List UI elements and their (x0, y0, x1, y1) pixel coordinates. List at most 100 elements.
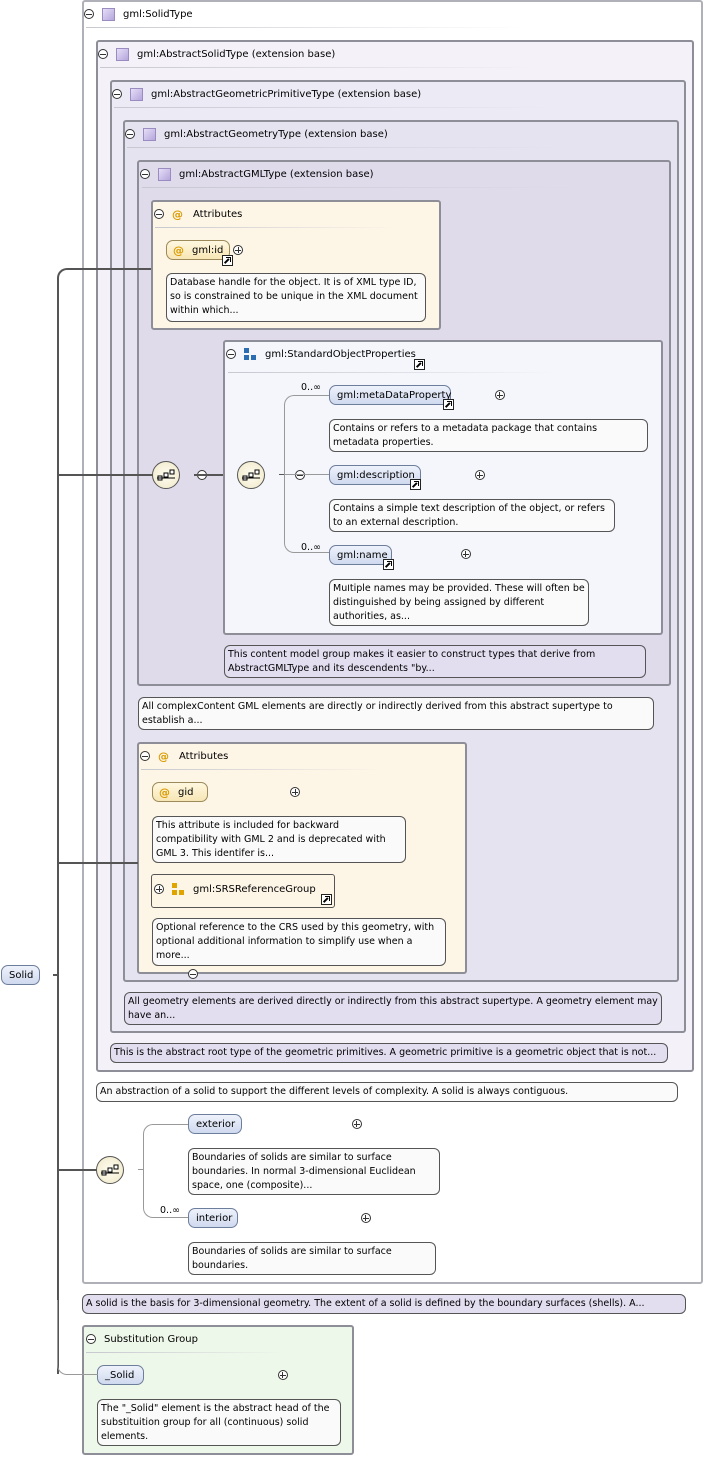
connector (143, 1124, 189, 1218)
separator (141, 769, 381, 770)
link-arrow-icon[interactable] (383, 559, 394, 570)
link-arrow-icon[interactable] (410, 479, 421, 490)
expand-icon[interactable] (154, 884, 164, 894)
solid-head-element[interactable]: _Solid (97, 1365, 144, 1385)
abstract-gml-doc: All complexContent GML elements are dire… (138, 697, 654, 730)
solid-root-element[interactable]: Solid (1, 965, 40, 985)
solid-type-label: gml:SolidType (123, 8, 193, 20)
separator (86, 1352, 286, 1353)
connector (194, 474, 238, 476)
gid-label: gid (178, 786, 194, 798)
sequence-icon[interactable] (96, 1156, 124, 1184)
connector (284, 474, 330, 475)
abstract-solid-header: gml:AbstractSolidType (extension base) (98, 45, 335, 63)
expand-icon[interactable] (351, 1119, 362, 1129)
gid-attribute[interactable]: @ gid (152, 782, 208, 802)
connector (57, 1300, 98, 1375)
expand-icon[interactable] (233, 245, 243, 255)
abstract-geometry-label: gml:AbstractGeometryType (extension base… (164, 128, 388, 140)
link-arrow-icon[interactable] (222, 255, 233, 266)
attributes-label: Attributes (193, 208, 243, 220)
complex-type-icon (102, 7, 115, 21)
metadata-property-label: gml:metaDataProperty (337, 389, 452, 401)
group-icon (244, 347, 257, 361)
separator (100, 67, 540, 68)
complex-type-icon (143, 127, 156, 141)
expand-icon[interactable] (474, 470, 485, 480)
collapse-icon[interactable] (112, 89, 122, 99)
separator (155, 227, 395, 228)
solid-head-doc: The "_Solid" element is the abstract hea… (97, 1399, 341, 1446)
link-arrow-icon[interactable] (321, 894, 332, 905)
solid-root-label: Solid (9, 969, 34, 981)
exterior-element[interactable]: exterior (188, 1114, 242, 1134)
substitution-group-label: Substitution Group (104, 1333, 198, 1345)
srs-reference-group-header: gml:SRSReferenceGroup (154, 880, 316, 898)
complex-type-icon (116, 47, 129, 61)
collapse-icon[interactable] (295, 470, 306, 480)
metadata-property-doc: Contains or refers to a metadata package… (329, 419, 648, 452)
separator (228, 372, 558, 373)
expand-icon[interactable] (360, 1213, 371, 1223)
attribute-icon: @ (158, 749, 169, 763)
gml-id-label: gml:id (192, 244, 224, 256)
attribute-icon: @ (172, 207, 183, 221)
connector (53, 974, 58, 976)
description-label: gml:description (337, 469, 415, 481)
expand-icon[interactable] (277, 1370, 288, 1380)
link-arrow-icon[interactable] (414, 359, 425, 370)
complex-type-icon (158, 167, 171, 181)
connector (57, 862, 138, 864)
standard-object-properties-doc: This content model group makes it easier… (224, 645, 646, 678)
sequence-icon[interactable] (152, 461, 180, 489)
description-element[interactable]: gml:description (329, 465, 421, 485)
abstract-geometry-header: gml:AbstractGeometryType (extension base… (125, 125, 388, 143)
abstract-solid-doc: An abstraction of a solid to support the… (96, 1082, 678, 1102)
substitution-group-header: Substitution Group (86, 1330, 198, 1348)
complex-type-icon (130, 87, 143, 101)
separator (142, 187, 582, 188)
sequence-icon[interactable] (237, 461, 265, 489)
collapse-icon[interactable] (125, 129, 135, 139)
name-cardinality: 0..∞ (301, 542, 321, 553)
collapse-icon[interactable] (188, 969, 199, 979)
collapse-icon[interactable] (154, 209, 164, 219)
srs-reference-group-doc: Optional reference to the CRS used by th… (152, 918, 446, 966)
attributes-label: Attributes (179, 750, 229, 762)
attributes-header: @ Attributes (140, 747, 228, 765)
collapse-icon[interactable] (86, 1334, 96, 1344)
collapse-icon[interactable] (84, 9, 94, 19)
connector (279, 474, 285, 475)
collapse-icon[interactable] (140, 751, 150, 761)
expand-icon[interactable] (494, 390, 505, 400)
collapse-icon[interactable] (226, 349, 236, 359)
srs-reference-group-label: gml:SRSReferenceGroup (193, 883, 316, 895)
metadata-cardinality: 0..∞ (301, 382, 321, 393)
connector (57, 474, 153, 476)
solid-type-header: gml:SolidType (84, 5, 193, 23)
interior-element[interactable]: interior (188, 1208, 238, 1228)
attribute-group-icon (172, 882, 185, 896)
gml-id-doc: Database handle for the object. It is of… (166, 273, 426, 322)
metadata-property-element[interactable]: gml:metaDataProperty (329, 385, 451, 405)
abstract-gml-header: gml:AbstractGMLType (extension base) (140, 165, 374, 183)
standard-object-properties-header: gml:StandardObjectProperties (226, 345, 416, 363)
collapse-icon[interactable] (140, 169, 150, 179)
connector (57, 1169, 97, 1171)
solid-doc: A solid is the basis for 3-dimensional g… (82, 1294, 686, 1314)
expand-icon[interactable] (460, 549, 471, 559)
link-arrow-icon[interactable] (443, 399, 454, 410)
name-label: gml:name (337, 549, 388, 561)
expand-icon[interactable] (290, 787, 301, 797)
separator (127, 147, 567, 148)
collapse-icon[interactable] (98, 49, 108, 59)
gml-id-attribute[interactable]: @ gml:id (166, 240, 230, 260)
abstract-geom-prim-label: gml:AbstractGeometricPrimitiveType (exte… (151, 88, 422, 100)
attribute-icon: @ (159, 785, 170, 799)
abstract-gml-label: gml:AbstractGMLType (extension base) (179, 168, 374, 180)
connector (138, 1169, 144, 1170)
name-element[interactable]: gml:name (329, 545, 392, 565)
abstract-geom-prim-header: gml:AbstractGeometricPrimitiveType (exte… (112, 85, 421, 103)
attribute-icon: @ (173, 243, 184, 257)
abstract-geometry-doc: All geometry elements are derived direct… (124, 992, 662, 1025)
